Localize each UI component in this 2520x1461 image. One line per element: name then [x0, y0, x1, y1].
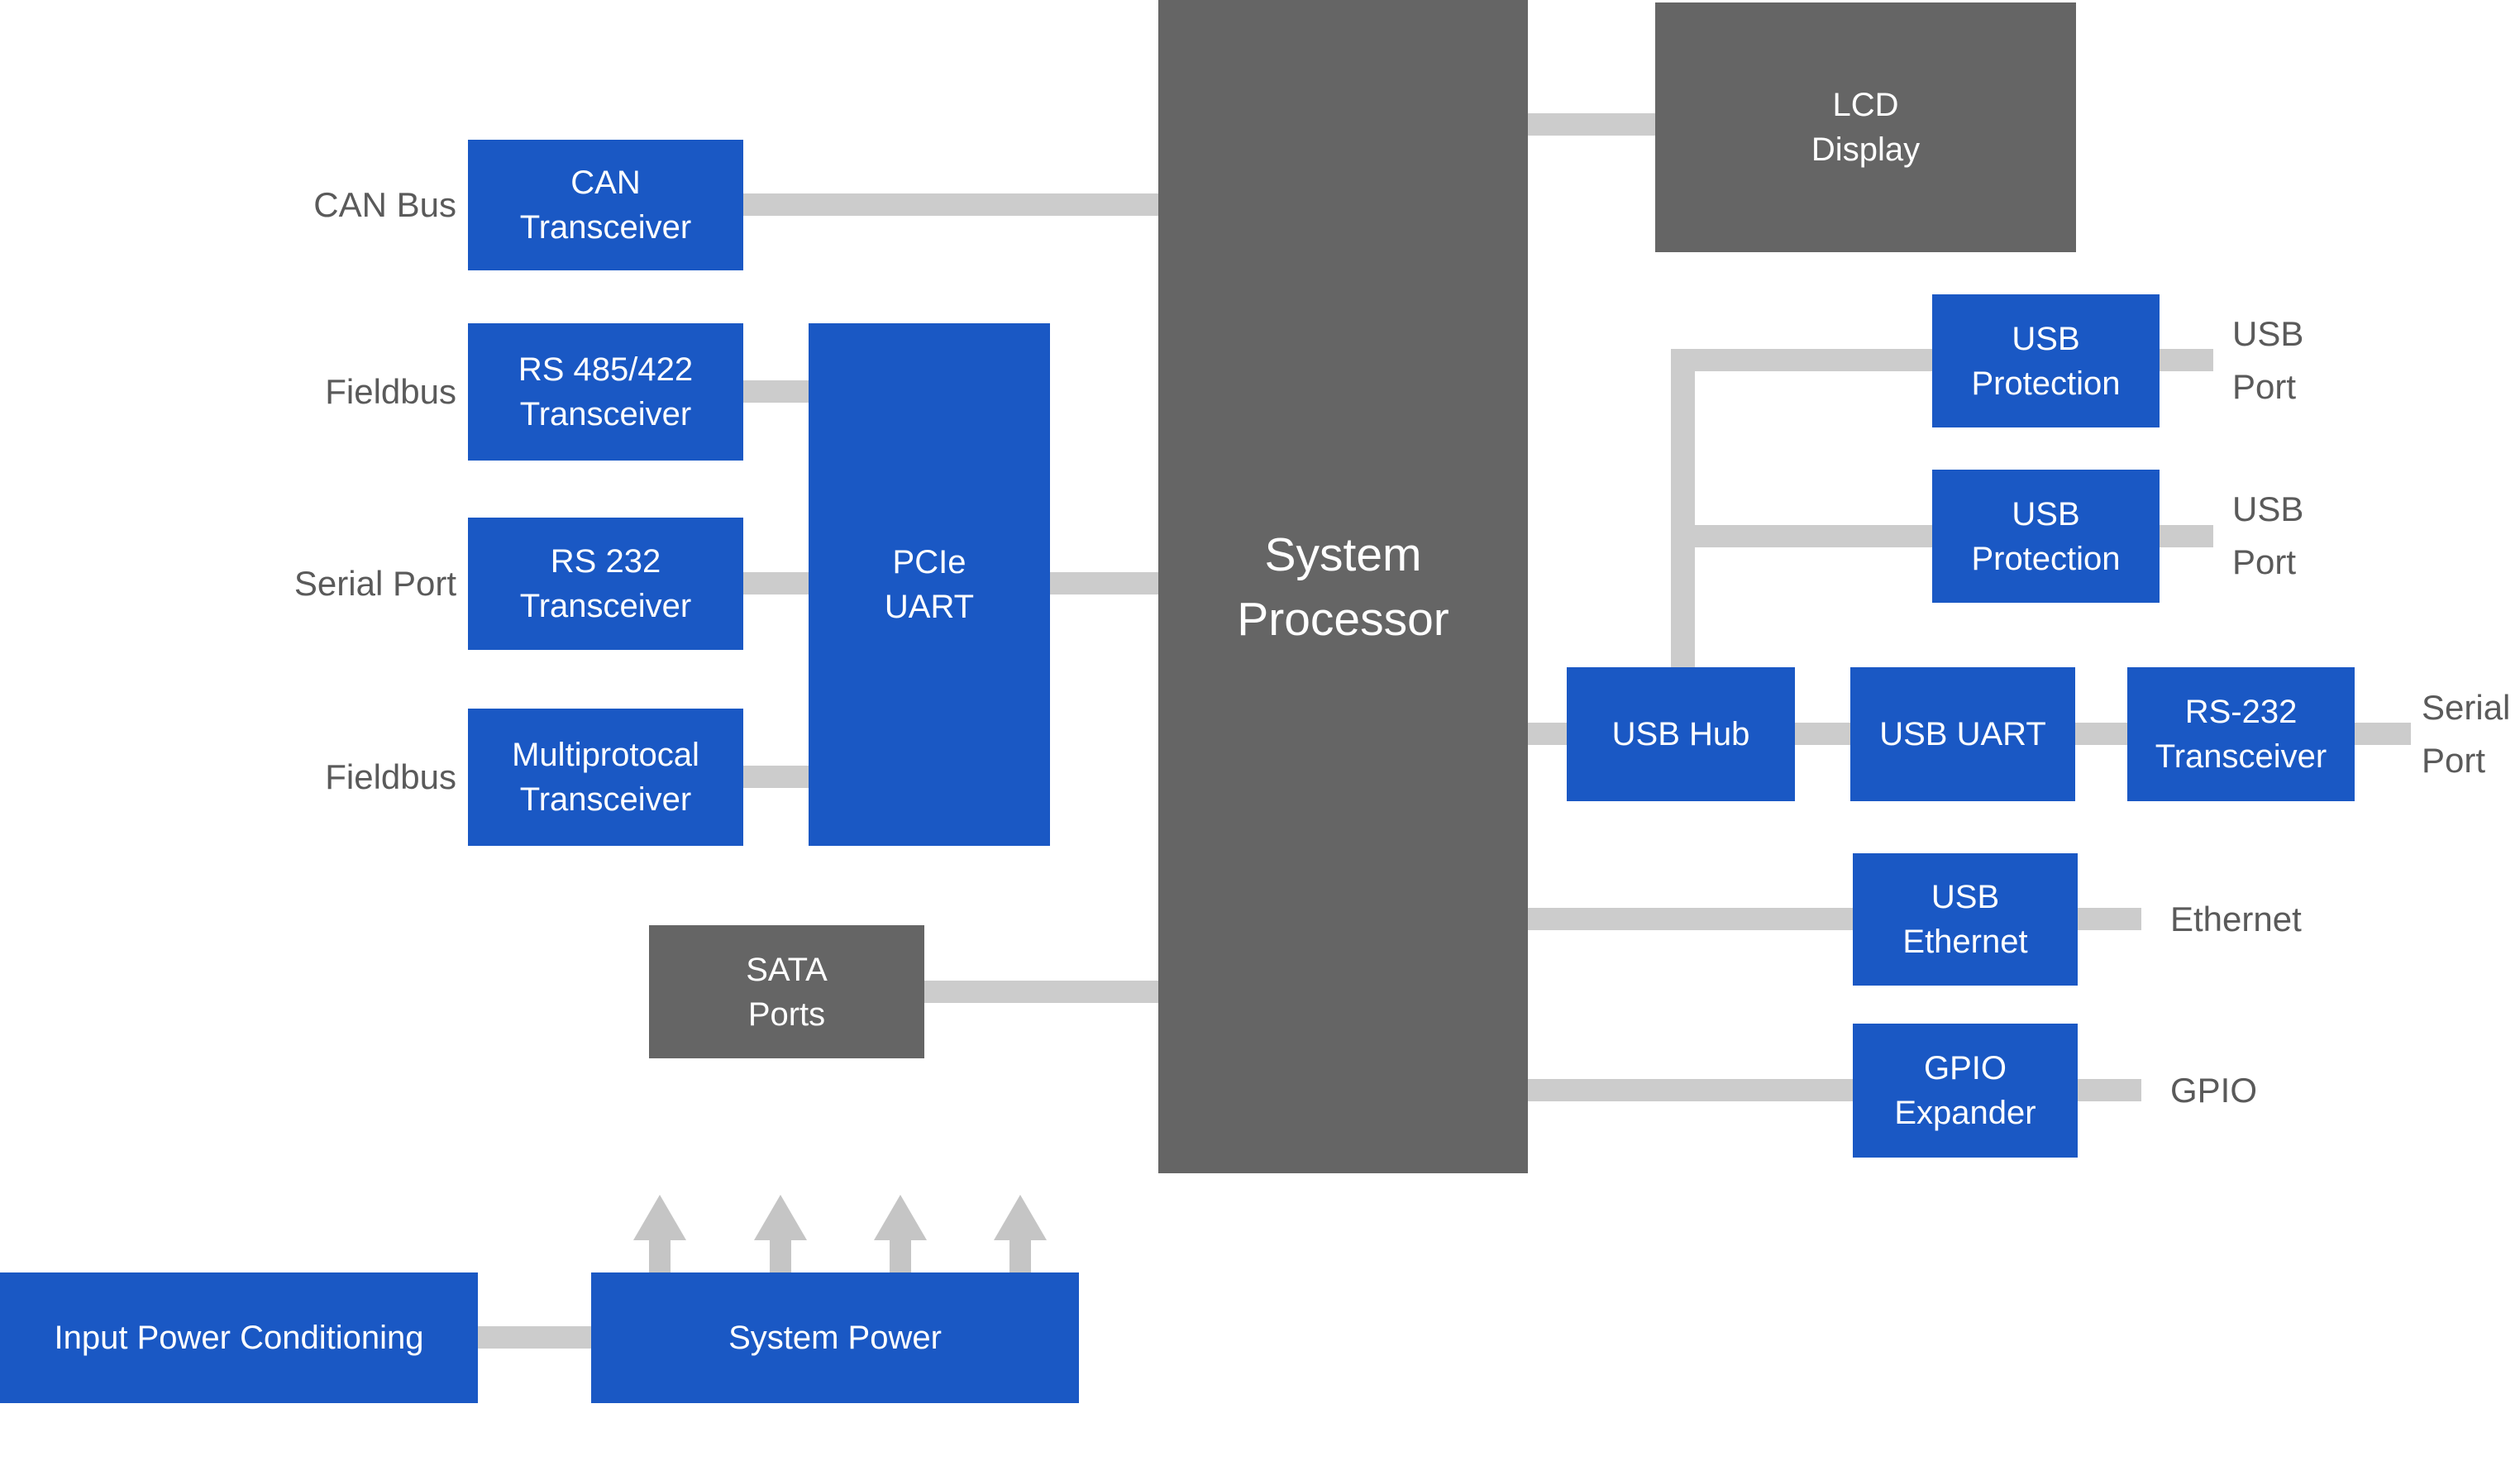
connector-sata-to-processor — [924, 981, 1158, 1003]
block-line: Expander — [1894, 1095, 2036, 1131]
connector-usb-protection-1-to-port — [2160, 349, 2213, 371]
block-line: Transceiver — [2155, 738, 2327, 775]
block-line: USB Hub — [1611, 716, 1750, 752]
block-sata-ports: SATA Ports — [649, 925, 924, 1058]
block-line: USB UART — [1879, 716, 2046, 752]
label-line: Fieldbus — [325, 372, 456, 411]
block-line: Input Power Conditioning — [54, 1320, 424, 1356]
power-arrow-icon — [633, 1195, 686, 1240]
block-line: SATA — [746, 951, 828, 988]
block-line: RS 485/422 — [518, 351, 694, 388]
block-line: Ethernet — [1902, 924, 2028, 960]
label-line: Port — [2232, 542, 2297, 581]
label-fieldbus-2: Fieldbus — [325, 757, 456, 797]
block-line: Transceiver — [519, 588, 692, 624]
block-line: RS 232 — [550, 543, 661, 580]
power-arrow-stem — [890, 1239, 911, 1273]
block-line: Multiprotocal — [512, 737, 699, 773]
block-usb-protection-2: USB Protection — [1932, 470, 2160, 603]
connector-usb-ethernet-to-ethernet — [2078, 908, 2141, 930]
connector-usb-uart-to-rs232 — [2075, 723, 2127, 745]
label-can-bus: CAN Bus — [313, 185, 456, 225]
label-line: Port — [2232, 367, 2297, 406]
label-line: USB — [2232, 314, 2304, 353]
block-line: USB — [2012, 495, 2080, 532]
label-line: GPIO — [2170, 1071, 2258, 1110]
power-arrow-icon — [994, 1195, 1047, 1240]
block-rs232-transceiver-right: RS-232 Transceiver — [2127, 667, 2355, 801]
block-line: Processor — [1237, 592, 1449, 646]
label-serial-port-right: Serial Port — [2422, 681, 2510, 787]
connector-rs485-to-pcie — [743, 380, 809, 403]
connector-processor-to-lcd — [1528, 113, 1655, 136]
label-line: USB — [2232, 489, 2304, 528]
connector-usb-hub-to-usb-uart — [1795, 723, 1850, 745]
connector-branch-to-usb-protection-1 — [1671, 349, 1932, 371]
label-line: Ethernet — [2170, 900, 2302, 938]
label-line: Serial — [2422, 688, 2511, 727]
block-line: Transceiver — [519, 396, 692, 432]
label-ethernet: Ethernet — [2170, 900, 2302, 939]
connector-can-to-processor — [743, 193, 1158, 216]
block-line: Ports — [747, 995, 826, 1033]
block-line: Display — [1811, 131, 1921, 168]
connector-gpio-expander-to-gpio — [2078, 1079, 2141, 1101]
block-usb-ethernet: USB Ethernet — [1853, 853, 2078, 986]
connector-rs232-to-pcie — [743, 572, 809, 594]
block-system-processor: System Processor — [1158, 0, 1528, 1173]
block-gpio-expander: GPIO Expander — [1853, 1024, 2078, 1158]
block-line: Protection — [1971, 540, 2121, 577]
power-arrow-stem — [649, 1239, 671, 1273]
block-line: PCIe — [892, 544, 966, 580]
connector-usb-protection-2-to-port — [2160, 525, 2213, 547]
block-line: Protection — [1971, 365, 2121, 402]
block-multiprotocal-transceiver: Multiprotocal Transceiver — [468, 709, 743, 846]
connector-branch-to-usb-protection-2 — [1671, 525, 1932, 547]
label-gpio: GPIO — [2170, 1071, 2257, 1110]
block-rs232-transceiver-left: RS 232 Transceiver — [468, 518, 743, 650]
connector-pcie-to-processor — [1050, 572, 1158, 594]
block-usb-protection-1: USB Protection — [1932, 294, 2160, 427]
label-line: Fieldbus — [325, 757, 456, 796]
block-input-power-conditioning: Input Power Conditioning — [0, 1272, 478, 1403]
label-fieldbus-1: Fieldbus — [325, 372, 456, 412]
block-system-power: System Power — [591, 1272, 1079, 1403]
label-line: Serial Port — [294, 564, 456, 603]
connector-rs232-to-serial-port — [2355, 723, 2411, 745]
block-rs485-transceiver: RS 485/422 Transceiver — [468, 323, 743, 461]
block-line: RS-232 — [2184, 694, 2298, 730]
block-line: UART — [884, 589, 975, 625]
connector-usb-hub-branch-vertical — [1671, 349, 1695, 667]
power-arrow-icon — [754, 1195, 807, 1240]
block-lcd-display: LCD Display — [1655, 2, 2076, 252]
block-line: USB — [1931, 879, 2000, 915]
label-line: CAN Bus — [313, 185, 456, 224]
block-line: CAN — [570, 165, 641, 201]
label-serial-port-left: Serial Port — [294, 564, 456, 604]
connector-processor-to-usb-hub — [1528, 723, 1567, 745]
block-line: USB — [2012, 320, 2080, 357]
power-arrow-stem — [770, 1239, 791, 1273]
block-line: GPIO — [1923, 1050, 2007, 1086]
block-line: Transceiver — [519, 209, 692, 246]
label-usb-port-1: USB Port — [2232, 308, 2303, 413]
connector-processor-to-gpio-expander — [1528, 1079, 1853, 1101]
block-line: Transceiver — [519, 781, 692, 818]
block-can-transceiver: CAN Transceiver — [468, 140, 743, 270]
block-line: System Power — [728, 1320, 942, 1356]
power-arrow-icon — [874, 1195, 927, 1240]
block-line: LCD — [1832, 87, 1899, 123]
label-usb-port-2: USB Port — [2232, 483, 2303, 589]
connector-input-power-to-system-power — [478, 1326, 591, 1349]
block-pcie-uart: PCIe UART — [809, 323, 1050, 846]
block-usb-uart: USB UART — [1850, 667, 2075, 801]
block-line: System — [1264, 528, 1422, 581]
power-arrow-stem — [1009, 1239, 1031, 1273]
connector-processor-to-usb-ethernet — [1528, 908, 1853, 930]
label-line: Port — [2422, 741, 2486, 780]
block-usb-hub: USB Hub — [1567, 667, 1795, 801]
connector-multiprotocal-to-pcie — [743, 766, 809, 788]
